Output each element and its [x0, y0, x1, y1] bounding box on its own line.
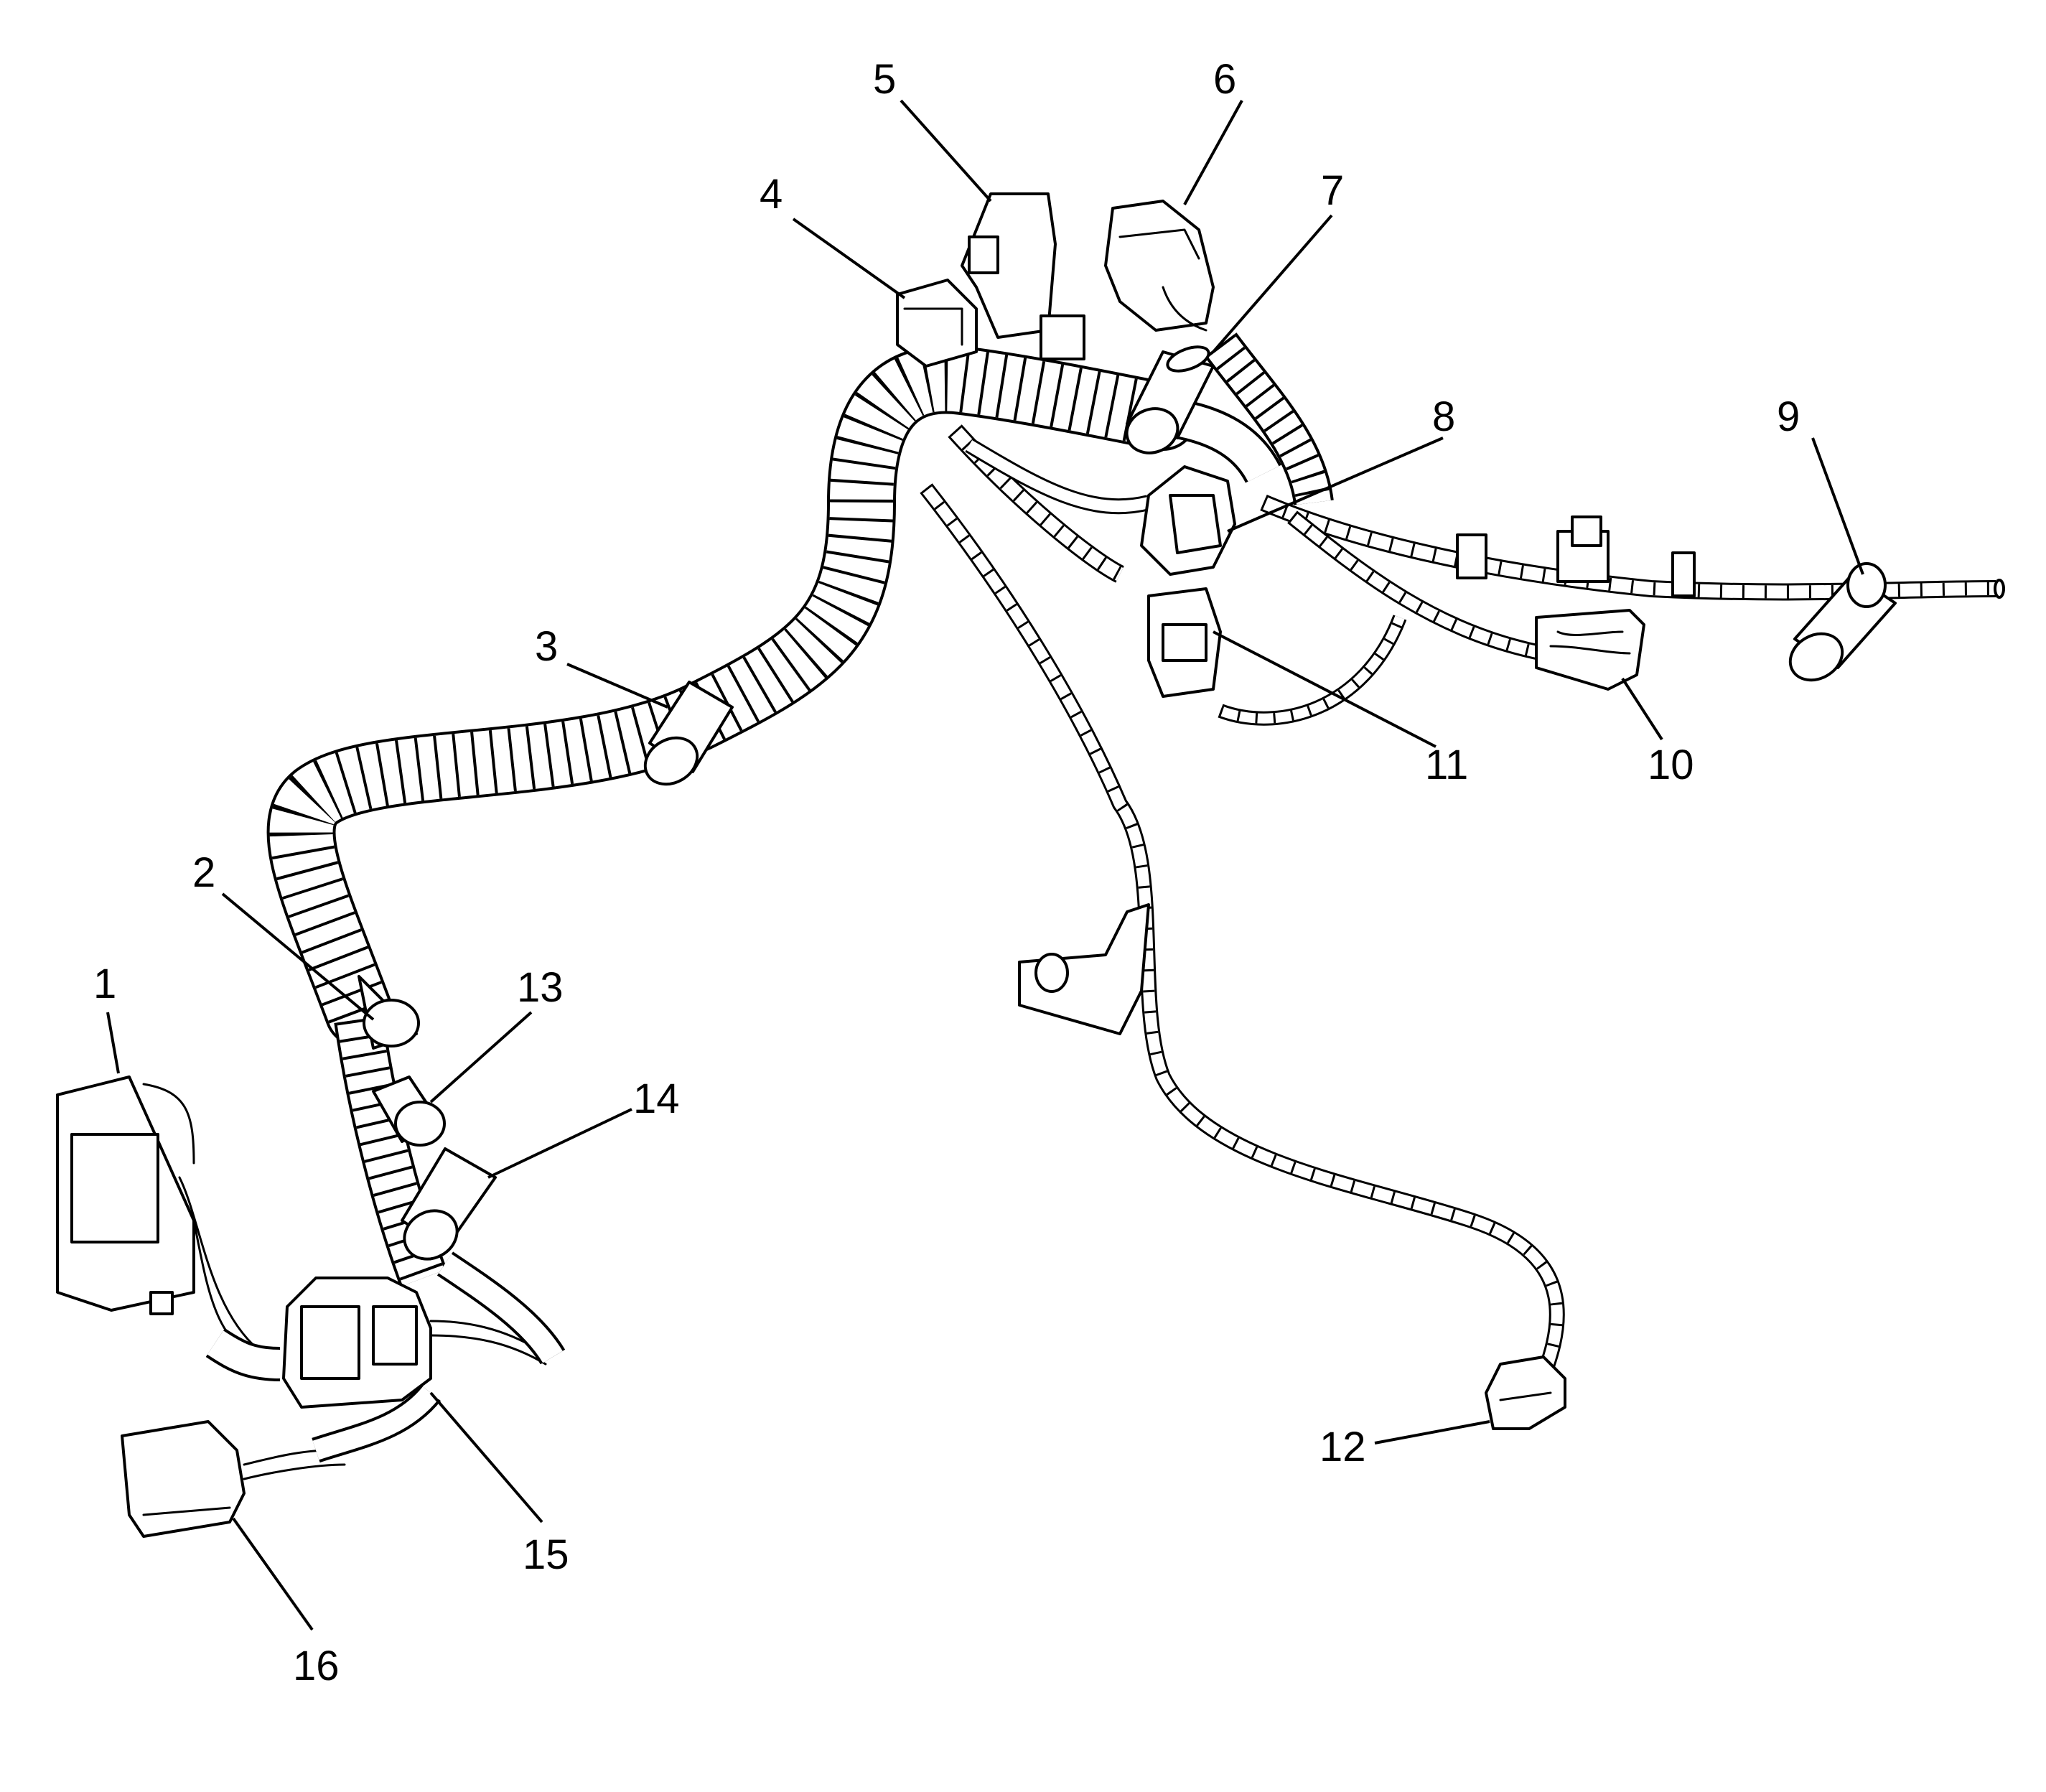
- callout-1: 1: [93, 961, 116, 1007]
- callout-10: 10: [1648, 742, 1694, 788]
- callout-11: 11: [1425, 742, 1468, 788]
- callout-14: 14: [633, 1075, 680, 1122]
- connector-10: [1535, 609, 1645, 691]
- leader-4: [792, 218, 906, 299]
- leader-6: [1183, 100, 1243, 205]
- callout-8: 8: [1432, 393, 1455, 440]
- leader-lines: [106, 99, 1864, 1631]
- leader-3: [566, 663, 668, 709]
- callout-5: 5: [873, 56, 896, 103]
- leader-14: [487, 1108, 632, 1179]
- leader-16: [232, 1517, 314, 1631]
- right-long-branch: [1260, 494, 2005, 601]
- callout-7: 7: [1321, 167, 1344, 214]
- leader-2: [221, 892, 375, 1021]
- connector-15: [282, 1251, 566, 1409]
- sleeve-14: [401, 1147, 497, 1261]
- callout-2: 2: [192, 849, 215, 896]
- leader-13: [429, 1011, 533, 1103]
- connector-4: [896, 279, 978, 368]
- callout-9: 9: [1777, 393, 1800, 440]
- sleeve-2: [358, 975, 420, 1050]
- leader-7: [1212, 214, 1333, 353]
- sleeve-13: [372, 1075, 446, 1147]
- sleeve-7: [1125, 345, 1215, 454]
- leader-9: [1811, 437, 1864, 575]
- callout-12: 12: [1319, 1424, 1366, 1470]
- main-harness-trunk: [266, 345, 1197, 1047]
- leader-10: [1621, 677, 1663, 741]
- callout-13: 13: [517, 964, 564, 1011]
- branch-to-12: [920, 483, 1565, 1396]
- leader-5: [900, 99, 992, 202]
- sleeve-3: [643, 681, 734, 786]
- connector-11: [1147, 587, 1222, 698]
- connector-5: [961, 192, 1085, 360]
- connector-6: [1104, 200, 1215, 332]
- connector-12: [1485, 1355, 1566, 1430]
- leader-11: [1213, 630, 1437, 748]
- branch-to-11: [948, 424, 1407, 726]
- callout-6: 6: [1213, 56, 1236, 103]
- callout-15: 15: [523, 1531, 569, 1578]
- branch-to-10: [1287, 510, 1546, 661]
- leader-1: [106, 1012, 120, 1074]
- leader-8: [1227, 437, 1444, 533]
- sleeve-9: [1788, 562, 1897, 682]
- connector-16: [121, 1384, 442, 1538]
- callout-labels: 1 2 3 4 5 6 7 8 9 10 11 12 13 14 15 16: [93, 56, 1800, 1689]
- callout-4: 4: [760, 171, 783, 218]
- connector-1: [56, 1075, 281, 1381]
- connector-8: [1140, 465, 1236, 576]
- leader-15: [429, 1391, 543, 1523]
- callout-3: 3: [535, 623, 558, 670]
- callout-16: 16: [293, 1643, 340, 1689]
- leader-12: [1374, 1420, 1490, 1445]
